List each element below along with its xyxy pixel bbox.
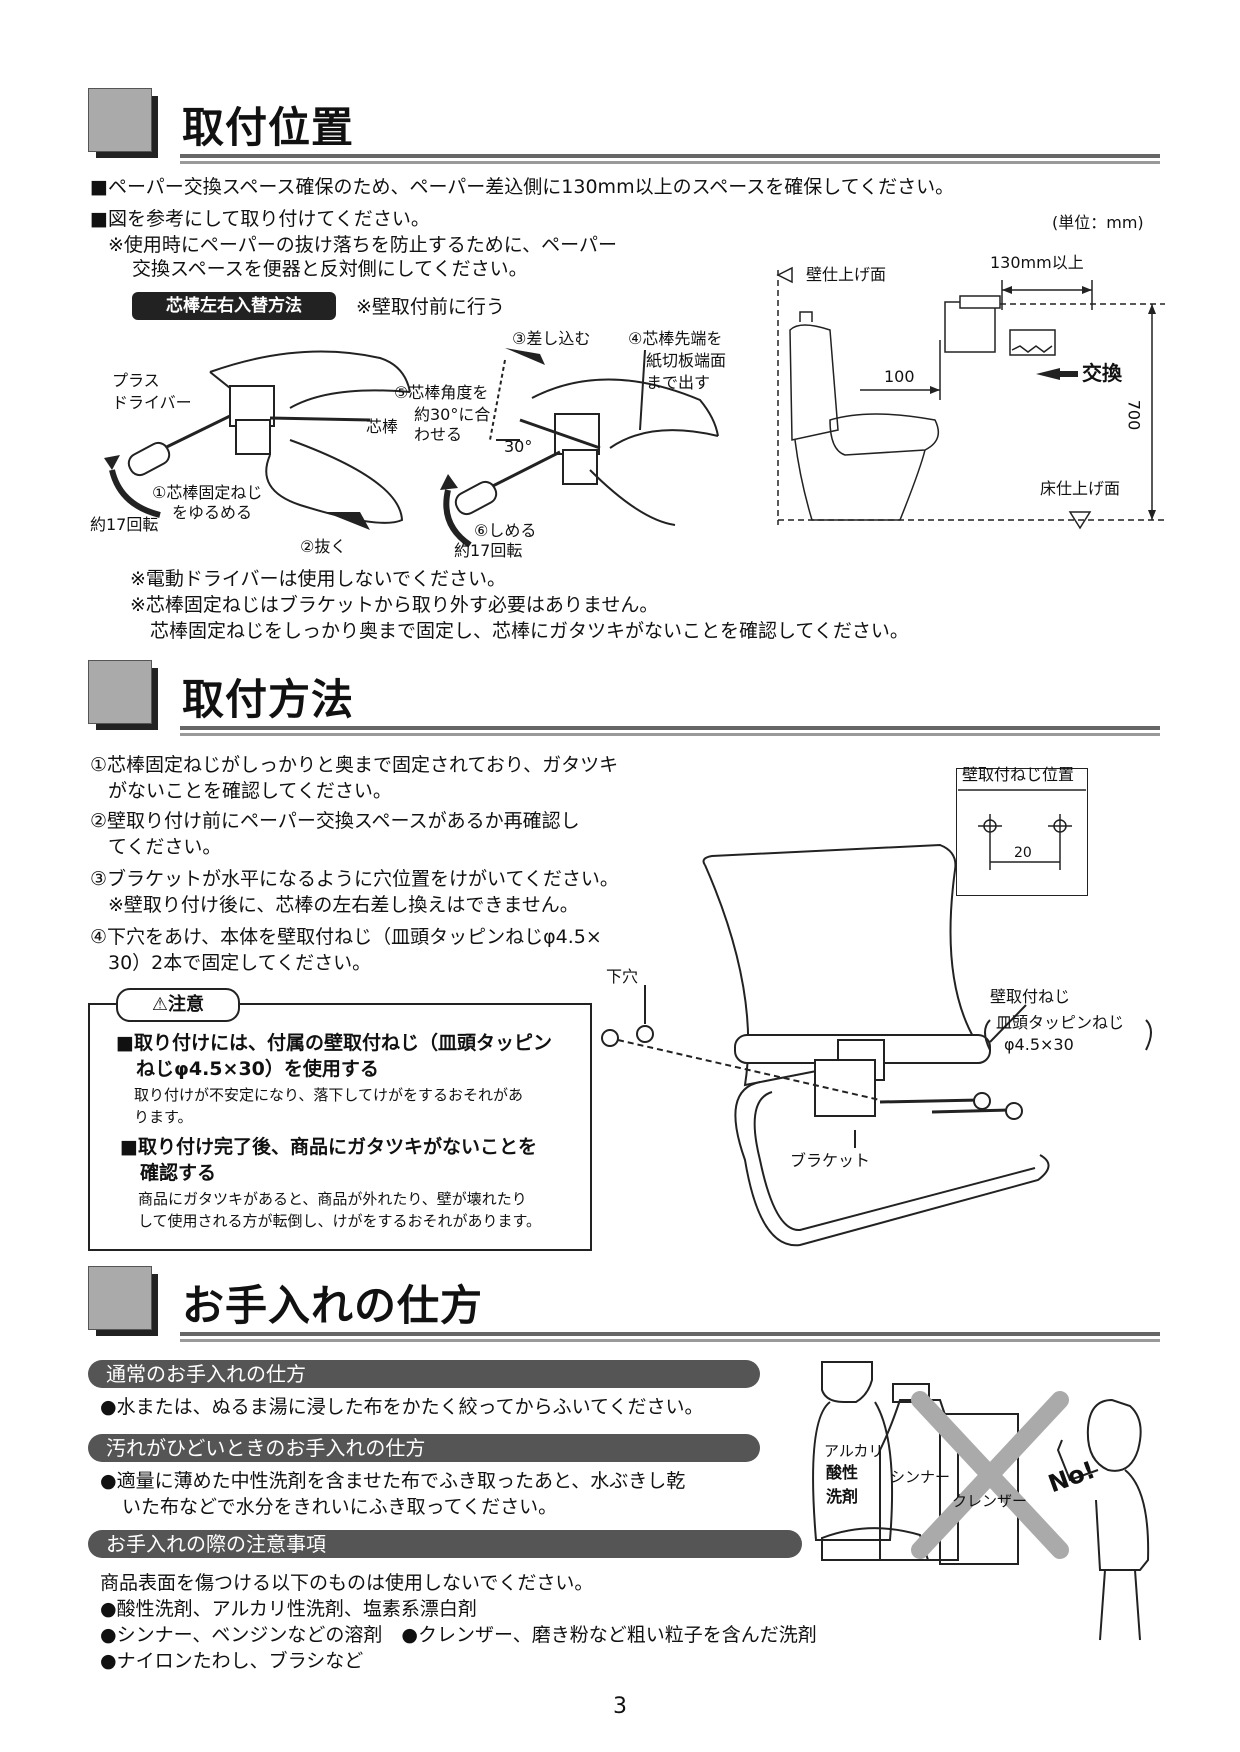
diagram-label: 約17回転 (90, 515, 159, 534)
refer-diagram-text: ■図を参考にして取り付けてください。 (90, 208, 430, 230)
caution-box (88, 1003, 592, 1251)
dim-100-label: 100 (884, 367, 915, 386)
diagram-label: わせる (414, 425, 463, 444)
caution-heading: ねじφ4.5×30）を使用する (136, 1058, 379, 1080)
step-text: てください。 (108, 836, 222, 858)
care-subheader-cautions: お手入れの際の注意事項 (88, 1530, 802, 1558)
care-text: 商品表面を傷つける以下のものは使用しないでください。 (100, 1572, 594, 1594)
caution-body: 商品にガタツキがあると、商品が外れたり、壁が壊れたり (138, 1190, 527, 1208)
diagram-label: 約17回転 (454, 541, 523, 560)
screw-position-title: 壁取付ねじ位置 (962, 765, 1075, 784)
diagram-label: ⑥しめる (474, 521, 537, 540)
unit-label: (単位：mm) (1052, 213, 1144, 232)
method-tag-note: ※壁取付前に行う (356, 296, 505, 318)
space-requirement-text: ■ペーパー交換スペース確保のため、ペーパー差込側に130mm以上のスペースを確保… (90, 176, 955, 198)
method-tag: 芯棒左右入替方法 (132, 292, 336, 320)
pilot-hole-label: 下穴 (606, 967, 639, 986)
diagram-label: まで出す (646, 373, 711, 392)
diagram-label: ④芯棒先端を (628, 329, 723, 348)
page-number: 3 (613, 1694, 627, 1719)
caution-tag: ⚠注意 (116, 988, 240, 1022)
section-header-care: お手入れの仕方 (88, 1266, 1160, 1348)
floor-finish-label: 床仕上げ面 (1040, 479, 1121, 498)
note-text: ※電動ドライバーは使用しないでください。 (130, 568, 506, 590)
section-title: お手入れの仕方 (182, 1281, 484, 1330)
note-text: ※芯棒固定ねじはブラケットから取り外す必要はありません。 (130, 594, 659, 616)
note-text: ※使用時にペーパーの抜け落ちを防止するために、ペーパー (108, 234, 617, 256)
detergent-label: 洗剤 (826, 1487, 859, 1506)
care-subheader-normal: 通常のお手入れの仕方 (88, 1360, 760, 1388)
note-text: 芯棒固定ねじをしっかり奥まで固定し、芯棒にガタツキがないことを確認してください。 (150, 620, 909, 642)
step-text: 30）2本で固定してください。 (108, 952, 372, 974)
section-marker (88, 660, 152, 724)
section-header-install-method: 取付方法 (88, 660, 1160, 742)
diagram-label: ②抜く (300, 537, 347, 556)
screw-spec-label: 皿頭タッピンねじ (996, 1013, 1125, 1032)
care-text: ●水または、ぬるま湯に浸した布をかたく絞ってからふいてください。 (100, 1396, 704, 1418)
care-text: ●適量に薄めた中性洗剤を含ませた布でふき取ったあと、水ぶきし乾 (100, 1470, 686, 1492)
dim-130-label: 130mm以上 (990, 253, 1084, 272)
wall-screw-label: 壁取付ねじ (990, 987, 1071, 1006)
section-title: 取付位置 (182, 103, 355, 152)
section-marker (88, 1266, 152, 1330)
cleanser-label: クレンザー (952, 1492, 1028, 1510)
bracket-label: ブラケット (790, 1151, 871, 1170)
step-text: ④下穴をあけ、本体を壁取付ねじ（皿頭タッピンねじφ4.5× (90, 926, 602, 948)
exchange-label: 交換 (1082, 361, 1122, 385)
caution-body: して使用される方が転倒し、けがをするおそれがあります。 (138, 1212, 542, 1230)
diagram-label: 芯棒 (366, 417, 399, 436)
care-bullet: ●ナイロンたわし、ブラシなど (100, 1650, 364, 1672)
thinner-label: シンナー (890, 1468, 951, 1486)
care-bullet: ●シンナー、ベンジンなどの溶剤 ●クレンザー、磨き粉など粗い粒子を含んだ洗剤 (100, 1624, 817, 1646)
note-text: 交換スペースを便器と反対側にしてください。 (132, 258, 528, 280)
diagram-label: ⑤芯棒角度を (394, 383, 489, 402)
care-subheader-heavy: 汚れがひどいときのお手入れの仕方 (88, 1434, 760, 1462)
diagram-label: 紙切板端面 (646, 351, 727, 370)
screw-position-box (956, 768, 1088, 896)
step-text: ※壁取り付け後に、芯棒の左右差し換えはできません。 (108, 894, 579, 916)
caution-heading: ■取り付けには、付属の壁取付ねじ（皿頭タッピン (116, 1032, 552, 1054)
diagram-label: をゆるめる (172, 503, 253, 522)
step-text: ①芯棒固定ねじがしっかりと奥まで固定されており、ガタツキ (90, 754, 619, 776)
diagram-label: ドライバー (112, 393, 192, 412)
alkali-label: アルカリ (824, 1442, 884, 1460)
dim-20-label: 20 (1014, 845, 1032, 861)
diagram-label: ③差し込む (512, 329, 591, 348)
section-title: 取付方法 (182, 675, 355, 724)
care-text: いた布などで水分をきれいにふき取ってください。 (122, 1496, 558, 1518)
angle-label: 30° (504, 437, 533, 456)
section-header-install-position: 取付位置 (88, 88, 1160, 170)
section-marker (88, 88, 152, 152)
caution-body: 取り付けが不安定になり、落下してけがをするおそれがあ (134, 1086, 523, 1104)
care-bullet: ●酸性洗剤、アルカリ性洗剤、塩素系漂白剤 (100, 1598, 477, 1620)
caution-body: ります。 (134, 1108, 193, 1126)
step-text: がないことを確認してください。 (108, 780, 392, 802)
screw-spec-label: φ4.5×30 (1004, 1035, 1074, 1054)
diagram-label: ①芯棒固定ねじ (152, 483, 263, 502)
acid-label: 酸性 (826, 1463, 859, 1482)
step-text: ②壁取り付け前にペーパー交換スペースがあるか再確認し (90, 810, 580, 832)
step-text: ③ブラケットが水平になるように穴位置をけがいてください。 (90, 868, 619, 890)
diagram-label: プラス (112, 371, 160, 390)
wall-finish-label: 壁仕上げ面 (806, 265, 887, 284)
caution-heading: ■取り付け完了後、商品にガタツキがないことを (120, 1136, 537, 1158)
diagram-label: 約30°に合 (414, 405, 491, 424)
caution-heading: 確認する (140, 1162, 217, 1184)
